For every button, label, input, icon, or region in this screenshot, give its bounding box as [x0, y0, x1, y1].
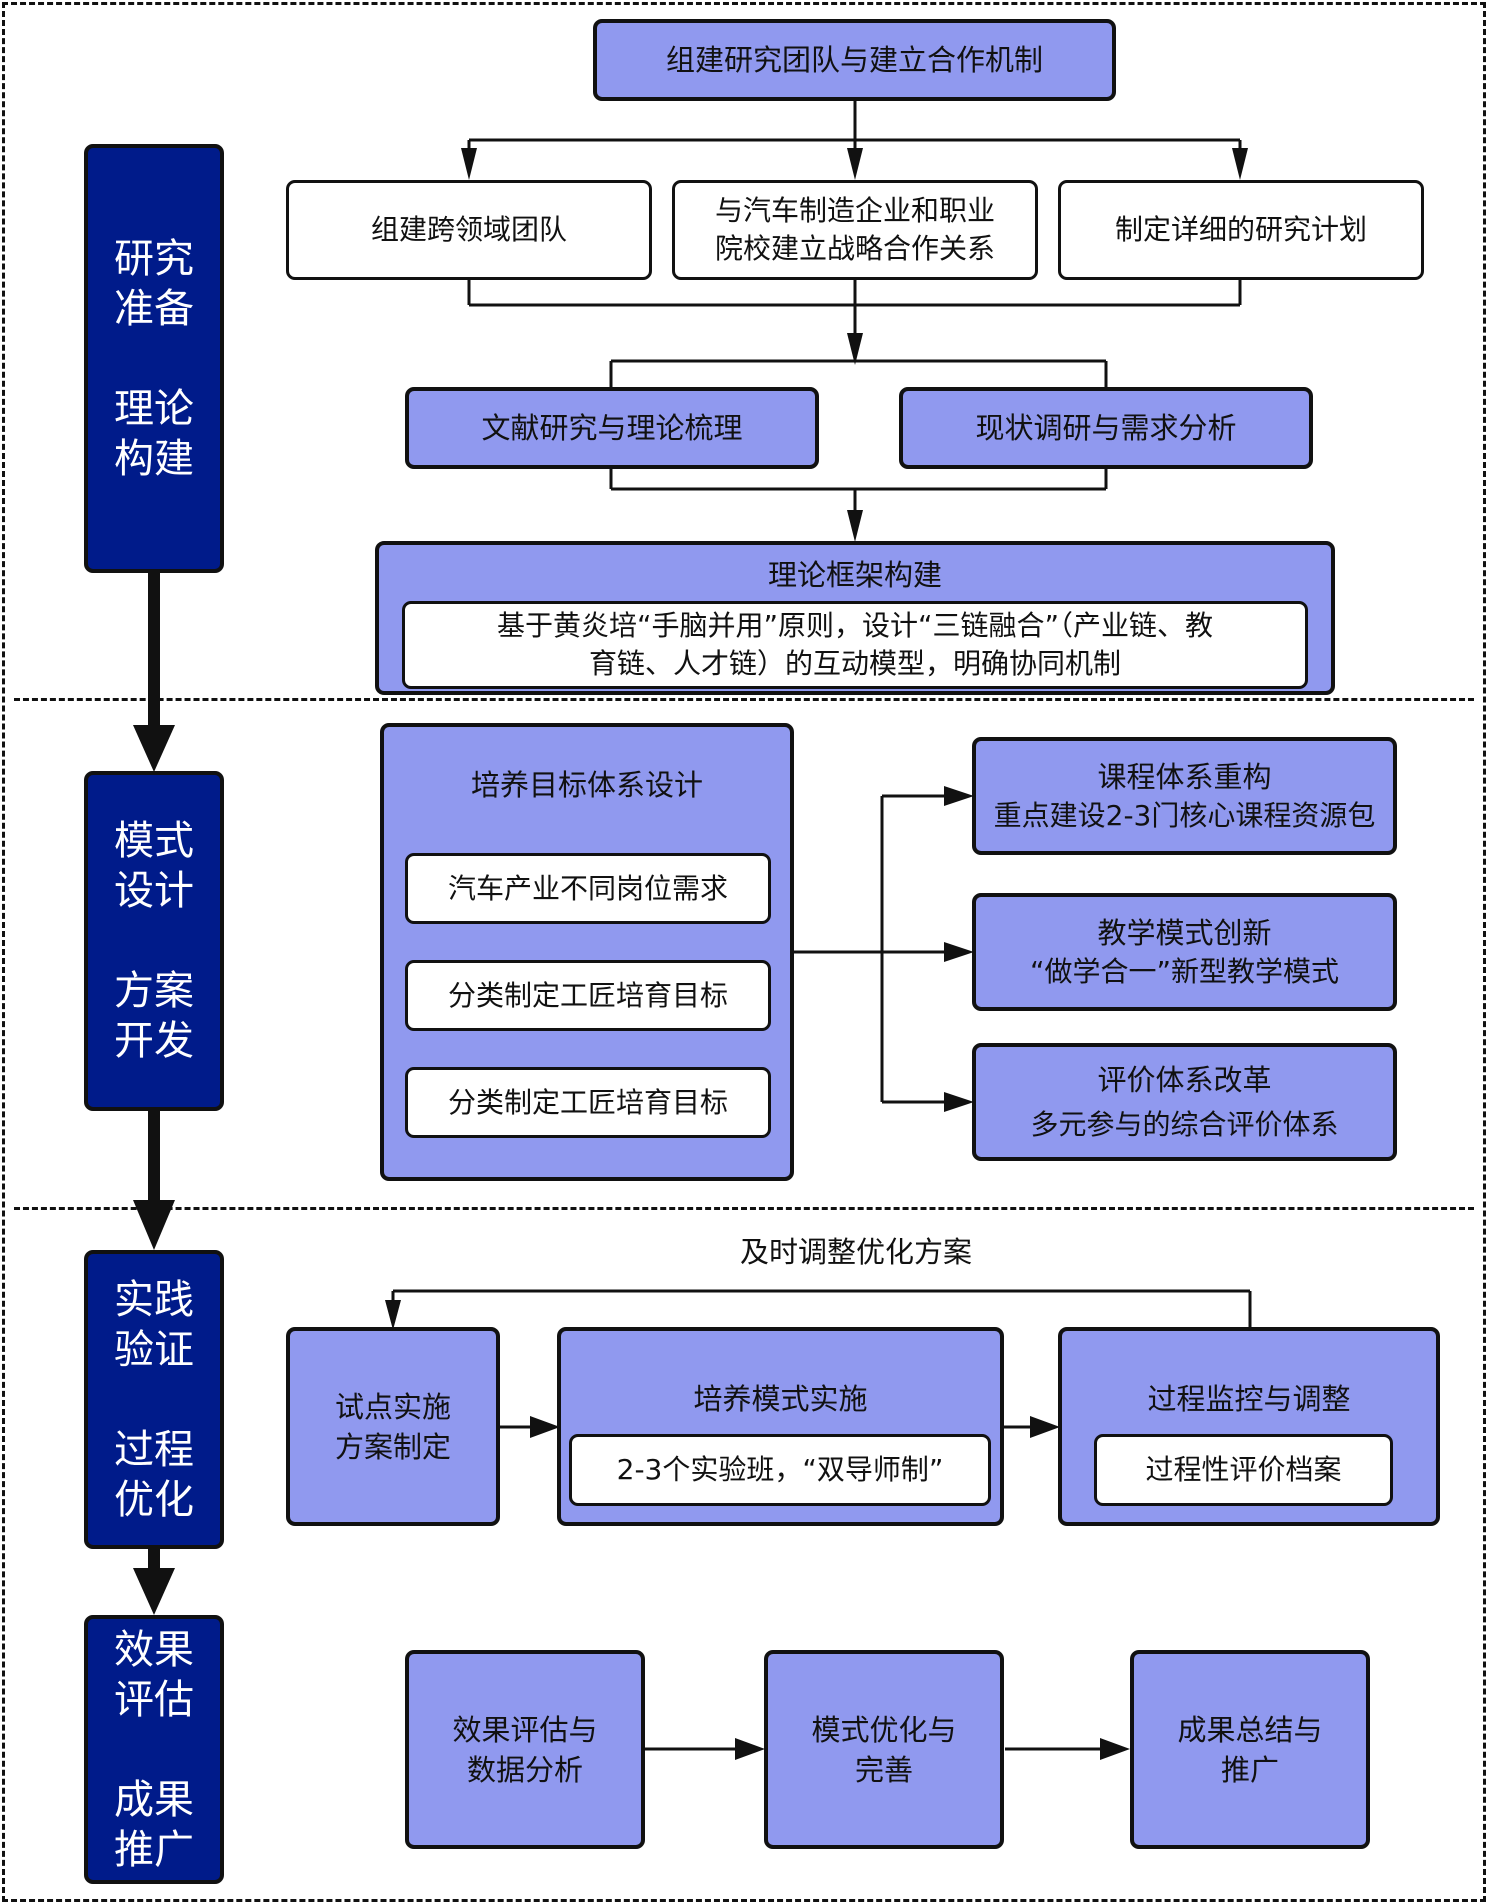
feedback-label: 及时调整优化方案: [739, 1235, 972, 1269]
branch-node: 与汽车制造企业和职业 院校建立战略合作关系: [672, 180, 1038, 280]
phase-label: 过程: [114, 1426, 194, 1473]
detail-text: 2-3个实验班，“双导师制”: [616, 1453, 944, 1486]
model-optimization-node: 模式优化与 完善: [764, 1650, 1004, 1849]
node-label: 成果总结与: [1177, 1712, 1323, 1747]
arrowhead-icon: [1030, 1416, 1060, 1438]
implementation-detail: 2-3个实验班，“双导师制”: [569, 1434, 991, 1506]
arrowhead-icon: [1100, 1738, 1130, 1760]
phase-label: 成果: [114, 1776, 194, 1823]
phase-label: 优化: [114, 1476, 194, 1523]
teaching-node: 教学模式创新 “做学合一”新型教学模式: [972, 893, 1397, 1011]
node-title: 理论框架构建: [767, 558, 942, 592]
node-label: 推广: [1220, 1752, 1279, 1787]
phase-label: 推广: [114, 1826, 194, 1873]
evaluation-node: 评价体系改革 多元参与的综合评价体系: [972, 1043, 1397, 1161]
effect-analysis-node: 效果评估与 数据分析: [405, 1650, 645, 1849]
stage-divider-2: [14, 1207, 1474, 1210]
node-title: 评价体系改革: [1097, 1063, 1272, 1097]
node-label: 文献研究与理论梳理: [481, 411, 743, 445]
branch-node: 制定详细的研究计划: [1058, 180, 1424, 280]
goal-step: 分类制定工匠培育目标: [405, 1067, 771, 1138]
phase-evaluation-promotion: 效果 评估 成果 推广: [84, 1615, 224, 1884]
phase-arrowhead-icon: [133, 1568, 175, 1615]
phase-arrowhead-icon: [133, 725, 175, 772]
phase-research-theory: 研究 准备 理论 构建: [84, 144, 224, 573]
node-title: 课程体系重构: [1097, 760, 1272, 794]
step-label: 分类制定工匠培育目标: [447, 978, 728, 1012]
node-subtitle: 重点建设2-3门核心课程资源包: [993, 799, 1376, 832]
arrowhead-icon: [944, 1092, 974, 1112]
arrowhead-icon: [1232, 148, 1248, 180]
node-label: 效果评估与: [452, 1712, 598, 1747]
goal-step: 汽车产业不同岗位需求: [405, 853, 771, 924]
framework-node: 理论框架构建 基于黄炎培“手脑并用”原则，设计“三链融合”（产业链、教 育链、人…: [375, 541, 1335, 695]
detail-text: 过程性评价档案: [1145, 1453, 1342, 1486]
node-title: 培养目标体系设计: [470, 768, 703, 802]
phase-label: 效果: [114, 1626, 194, 1673]
arrowhead-icon: [530, 1416, 560, 1438]
team-setup-node: 组建研究团队与建立合作机制: [593, 19, 1116, 101]
phase-label: 验证: [114, 1326, 194, 1373]
phase-label: 模式: [114, 818, 194, 864]
node-label: 与汽车制造企业和职业: [714, 194, 995, 227]
arrowhead-icon: [735, 1738, 765, 1760]
node-label: 试点实施: [334, 1389, 451, 1424]
phase-label: 实践: [114, 1276, 194, 1323]
node-label: 院校建立战略合作关系: [714, 232, 995, 265]
arrowhead-icon: [461, 148, 477, 180]
pilot-node: 试点实施 方案制定: [286, 1327, 500, 1526]
step-label: 分类制定工匠培育目标: [447, 1085, 728, 1119]
literature-node: 文献研究与理论梳理: [405, 387, 819, 469]
detail-text: 育链、人才链）的互动模型，明确协同机制: [588, 647, 1121, 680]
arrowhead-icon: [944, 786, 974, 806]
node-title: 过程监控与调整: [1147, 1382, 1351, 1416]
node-label: 制定详细的研究计划: [1114, 213, 1367, 246]
step-label: 汽车产业不同岗位需求: [447, 871, 728, 905]
phase-arrowhead-icon: [133, 1200, 175, 1250]
node-label: 组建跨领域团队: [370, 213, 567, 246]
branch-node: 组建跨领域团队: [286, 180, 652, 280]
arrowhead-icon: [847, 148, 863, 180]
node-label: 完善: [854, 1752, 913, 1787]
phase-label: 评估: [114, 1676, 194, 1723]
node-subtitle: “做学合一”新型教学模式: [1029, 955, 1339, 988]
summary-promotion-node: 成果总结与 推广: [1130, 1650, 1370, 1849]
phase-label: 准备: [114, 285, 194, 332]
node-label: 现状调研与需求分析: [975, 411, 1237, 445]
arrowhead-icon: [847, 333, 863, 365]
node-label: 模式优化与: [811, 1712, 957, 1747]
stage-divider-1: [14, 698, 1474, 701]
phase-label: 设计: [114, 868, 194, 914]
curriculum-node: 课程体系重构 重点建设2-3门核心课程资源包: [972, 737, 1397, 855]
goal-step: 分类制定工匠培育目标: [405, 960, 771, 1031]
phase-label: 开发: [114, 1018, 194, 1064]
node-label: 组建研究团队与建立合作机制: [665, 43, 1043, 77]
node-subtitle: 多元参与的综合评价体系: [1030, 1108, 1339, 1141]
node-title: 培养模式实施: [693, 1382, 868, 1416]
node-label: 数据分析: [466, 1752, 583, 1787]
phase-label: 理论: [114, 385, 194, 432]
phase-model-design: 模式 设计 方案 开发: [84, 771, 224, 1111]
phase-label: 研究: [114, 235, 194, 282]
arrowhead-icon: [847, 510, 863, 542]
node-title: 教学模式创新: [1097, 916, 1272, 950]
node-label: 方案制定: [334, 1429, 451, 1464]
phase-label: 方案: [114, 968, 194, 1014]
detail-text: 基于黄炎培“手脑并用”原则，设计“三链融合”（产业链、教: [496, 609, 1214, 642]
phase-practice-verify: 实践 验证 过程 优化: [84, 1250, 224, 1549]
arrowhead-icon: [944, 942, 974, 962]
arrowhead-icon: [385, 1300, 401, 1330]
survey-node: 现状调研与需求分析: [899, 387, 1313, 469]
phase-label: 构建: [114, 435, 194, 482]
monitoring-detail: 过程性评价档案: [1094, 1434, 1393, 1506]
framework-detail: 基于黄炎培“手脑并用”原则，设计“三链融合”（产业链、教 育链、人才链）的互动模…: [402, 601, 1308, 689]
